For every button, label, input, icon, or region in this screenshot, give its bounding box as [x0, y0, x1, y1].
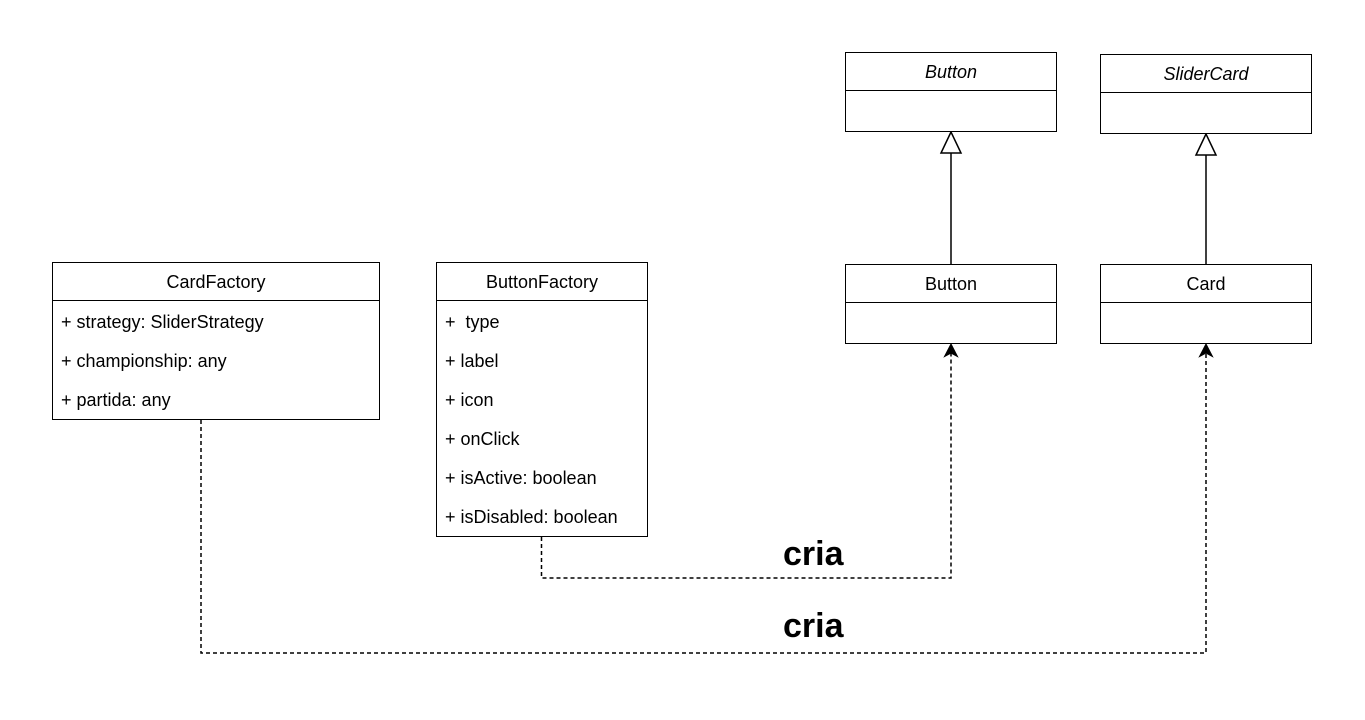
- class-button[interactable]: Button: [845, 264, 1057, 344]
- class-name: Card: [1101, 265, 1311, 303]
- class-name: SliderCard: [1101, 55, 1311, 93]
- edge-label-cria-button: cria: [783, 535, 844, 573]
- dependency-buttonfactory-button-edge: [540, 342, 959, 579]
- filled-arrowhead-icon: [1198, 342, 1214, 358]
- hollow-triangle-arrowhead-icon: [939, 130, 963, 154]
- class-attributes-empty: [1101, 303, 1311, 305]
- class-attributes-empty: [1101, 93, 1311, 95]
- filled-arrowhead-icon: [943, 342, 959, 358]
- attribute-label: + label: [445, 351, 499, 371]
- class-cardfactory[interactable]: CardFactory + strategy: SliderStrategy +…: [52, 262, 380, 420]
- class-name: CardFactory: [53, 263, 379, 301]
- class-attributes: + type + label + icon + onClick + isActi…: [437, 301, 647, 537]
- attribute-championship: + championship: any: [61, 351, 227, 371]
- class-name: Button: [846, 53, 1056, 91]
- attribute-onclick: + onClick: [445, 429, 520, 449]
- dependency-cardfactory-card-edge: [200, 342, 1214, 654]
- class-attributes: + strategy: SliderStrategy + championshi…: [53, 301, 379, 420]
- class-slidercard-abstract[interactable]: SliderCard: [1100, 54, 1312, 134]
- attribute-type: + type: [445, 312, 500, 332]
- attribute-icon: + icon: [445, 390, 494, 410]
- class-button-abstract[interactable]: Button: [845, 52, 1057, 132]
- generalization-button-edge: [939, 130, 963, 265]
- attribute-partida: + partida: any: [61, 390, 171, 410]
- class-name: Button: [846, 265, 1056, 303]
- class-attributes-empty: [846, 303, 1056, 305]
- hollow-triangle-arrowhead-icon: [1194, 132, 1218, 156]
- attribute-strategy: + strategy: SliderStrategy: [61, 312, 264, 332]
- class-name: ButtonFactory: [437, 263, 647, 301]
- edge-label-cria-card: cria: [783, 607, 844, 645]
- attribute-isactive: + isActive: boolean: [445, 468, 597, 488]
- generalization-card-edge: [1194, 132, 1218, 265]
- class-card[interactable]: Card: [1100, 264, 1312, 344]
- class-buttonfactory[interactable]: ButtonFactory + type + label + icon + on…: [436, 262, 648, 537]
- attribute-isdisabled: + isDisabled: boolean: [445, 507, 618, 527]
- class-attributes-empty: [846, 91, 1056, 93]
